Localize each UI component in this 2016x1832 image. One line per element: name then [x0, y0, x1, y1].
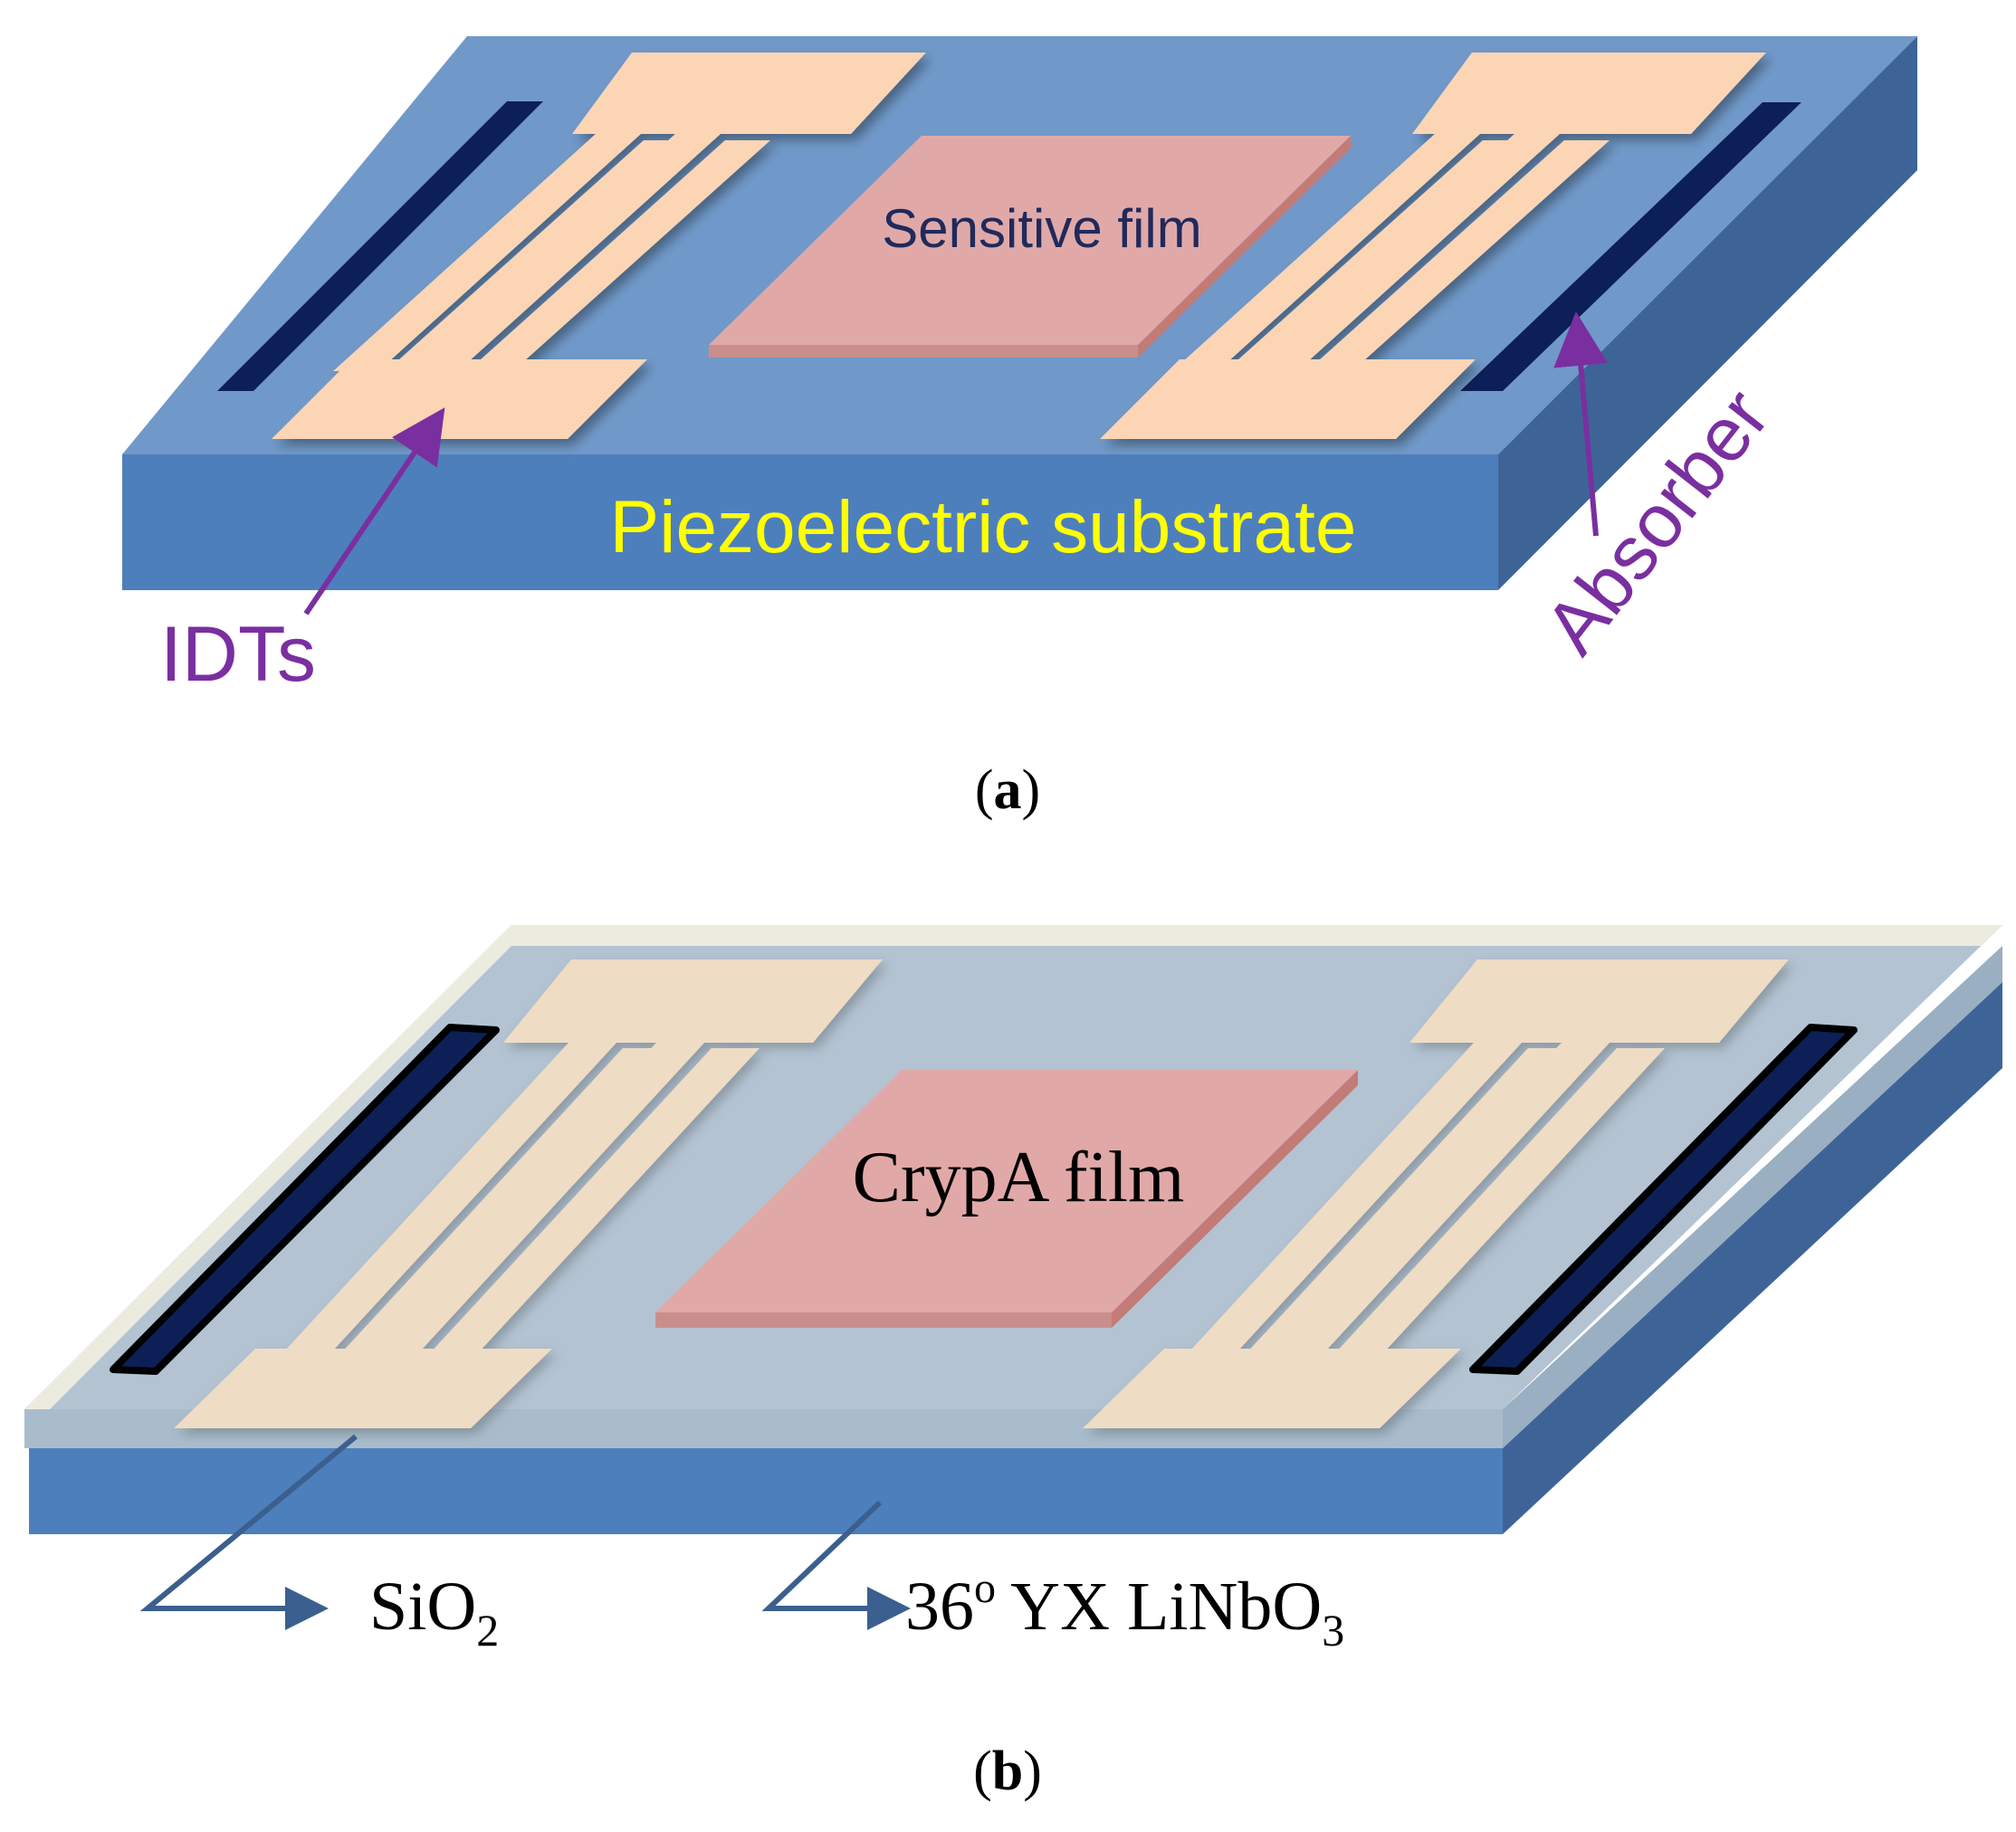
idt-left [272, 52, 926, 439]
film-side-edge [1112, 1070, 1358, 1328]
idt-bus-bar [1409, 959, 1789, 1043]
idt-finger [1210, 140, 1528, 385]
idts-label: IDTs [160, 611, 316, 698]
linbo3-label: 36o YX LiNbO3 [905, 1564, 1344, 1655]
film-front-edge [709, 345, 1138, 358]
idt-finger [1180, 1032, 1532, 1362]
sio2-leader [139, 1434, 358, 1630]
idt-bus-bar [272, 359, 647, 439]
linbo3-front-face [29, 1448, 1503, 1534]
idt-finger [371, 140, 689, 385]
linbo3-side-face [1503, 982, 2002, 1534]
absorber-left-b-shape [110, 1024, 500, 1375]
absorber-right-b-shape [1469, 1024, 1858, 1375]
caption-b: (b) [973, 1741, 1042, 1802]
substrate-front-face [122, 454, 1498, 590]
idt-left-b [174, 959, 883, 1428]
idt-finger [1313, 1048, 1665, 1378]
idt-finger [1172, 125, 1490, 371]
caption-a: (a) [975, 759, 1040, 821]
crypa-film-pad [655, 1070, 1358, 1328]
absorber-arrow [1553, 311, 1609, 537]
sio2-back-edge [490, 925, 2002, 946]
film-side-edge [1138, 136, 1351, 358]
film-front-edge [655, 1312, 1112, 1328]
film-top [709, 136, 1351, 345]
idt-finger [333, 125, 651, 371]
sensitive-film-label: Sensitive film [882, 198, 1201, 259]
absorber-left [217, 101, 543, 391]
idt-finger [319, 1048, 671, 1378]
absorber-left-b [110, 1024, 500, 1375]
substrate-side-face [1498, 36, 1917, 590]
idt-finger [1224, 1048, 1576, 1378]
sio2-label: SiO2 [369, 1569, 499, 1655]
linbo3-substrate-block [29, 982, 2002, 1534]
idt-bus-bar [503, 959, 883, 1043]
sio2-side-edge [1503, 946, 2002, 1448]
panel-b: CrypA film SiO2 36o YX LiNbO3 (b) [24, 925, 2002, 1802]
panel-a: Sensitive film Piezoelectric substrate I… [122, 36, 1917, 821]
idt-right [1100, 52, 1766, 439]
sio2-left-edge [24, 925, 511, 1409]
absorber-right-b [1469, 1024, 1858, 1375]
crypa-film-label: CrypA film [853, 1138, 1185, 1217]
substrate-label: Piezoelectric substrate [610, 486, 1357, 568]
idt-finger [1292, 140, 1610, 385]
idt-bus-bar [572, 52, 926, 134]
idt-bus-bar [1412, 52, 1766, 134]
sensitive-film-pad [709, 136, 1351, 358]
idt-finger [274, 1032, 626, 1362]
idt-finger [407, 1048, 760, 1378]
linbo3-leader [761, 1500, 911, 1630]
idt-right-b [1083, 959, 1789, 1428]
idt-bus-bar [1100, 359, 1476, 439]
idt-finger [453, 140, 770, 385]
absorber-right [1460, 102, 1801, 391]
idts-arrow [303, 407, 445, 615]
film-top [655, 1070, 1358, 1312]
